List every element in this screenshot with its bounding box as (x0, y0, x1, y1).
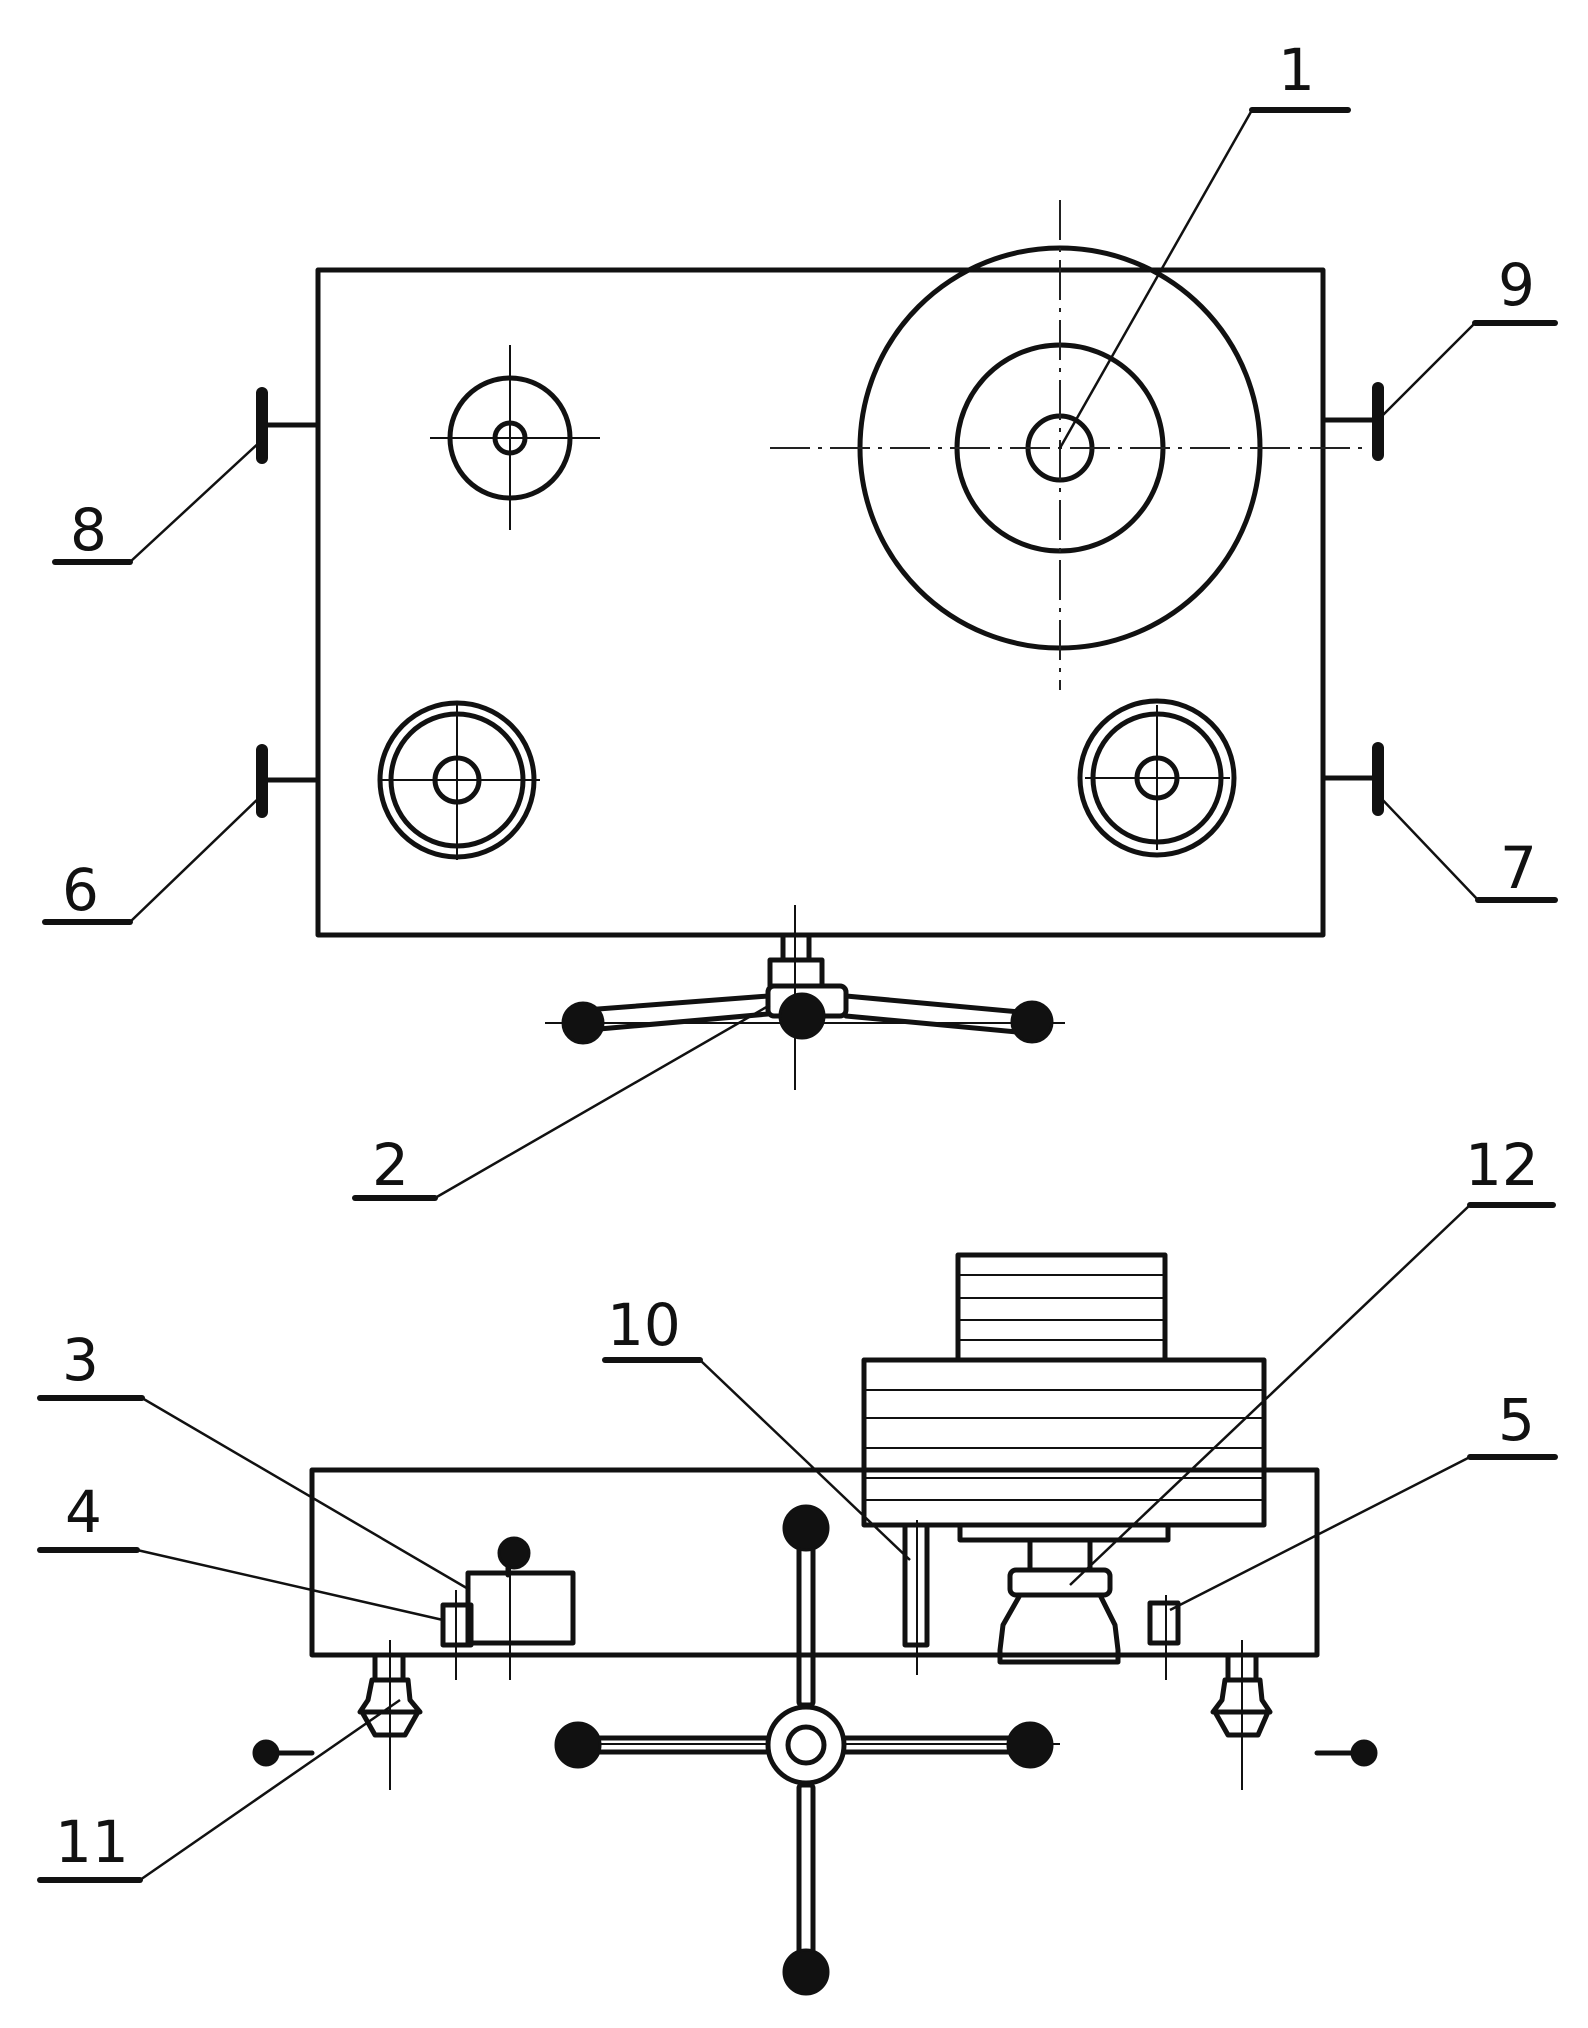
pin-4 (440, 1590, 474, 1680)
foot-right (1210, 1640, 1273, 1790)
port-upper-left (430, 345, 600, 530)
port-lower-right (1077, 698, 1237, 858)
callouts: 1 9 8 6 7 2 12 10 5 (37, 36, 1558, 1883)
callout-12: 12 (1465, 1131, 1539, 1199)
callout-11: 11 (55, 1808, 129, 1876)
side-knob-left (252, 1739, 315, 1767)
callout-2: 2 (372, 1131, 409, 1199)
gauge-block-3 (465, 1536, 576, 1680)
weight-assembly-top (770, 200, 1370, 690)
pin-5 (1147, 1595, 1181, 1680)
callout-1: 1 (1278, 36, 1315, 104)
front-view (252, 1252, 1378, 1996)
port-lower-left (377, 700, 540, 860)
foot-left (357, 1640, 423, 1790)
callout-10: 10 (607, 1291, 681, 1359)
top-view (256, 200, 1384, 1090)
top-view-body (315, 267, 1326, 938)
valve-7 (1320, 742, 1384, 816)
callout-6: 6 (62, 856, 99, 924)
screw-press-handle-top (545, 905, 1065, 1090)
callout-3: 3 (62, 1326, 99, 1394)
callout-5: 5 (1498, 1386, 1535, 1454)
valve-9 (1320, 382, 1384, 461)
pin-10 (902, 1520, 930, 1675)
side-knob-right (1314, 1739, 1378, 1767)
valve-6 (256, 744, 321, 818)
callout-7: 7 (1500, 834, 1537, 902)
callout-9: 9 (1498, 251, 1535, 319)
callout-8: 8 (70, 496, 107, 564)
valve-8 (256, 387, 321, 464)
callout-4: 4 (65, 1478, 102, 1546)
crank-cross-front (554, 1504, 1060, 1996)
weight-stack-front (861, 1252, 1267, 1665)
